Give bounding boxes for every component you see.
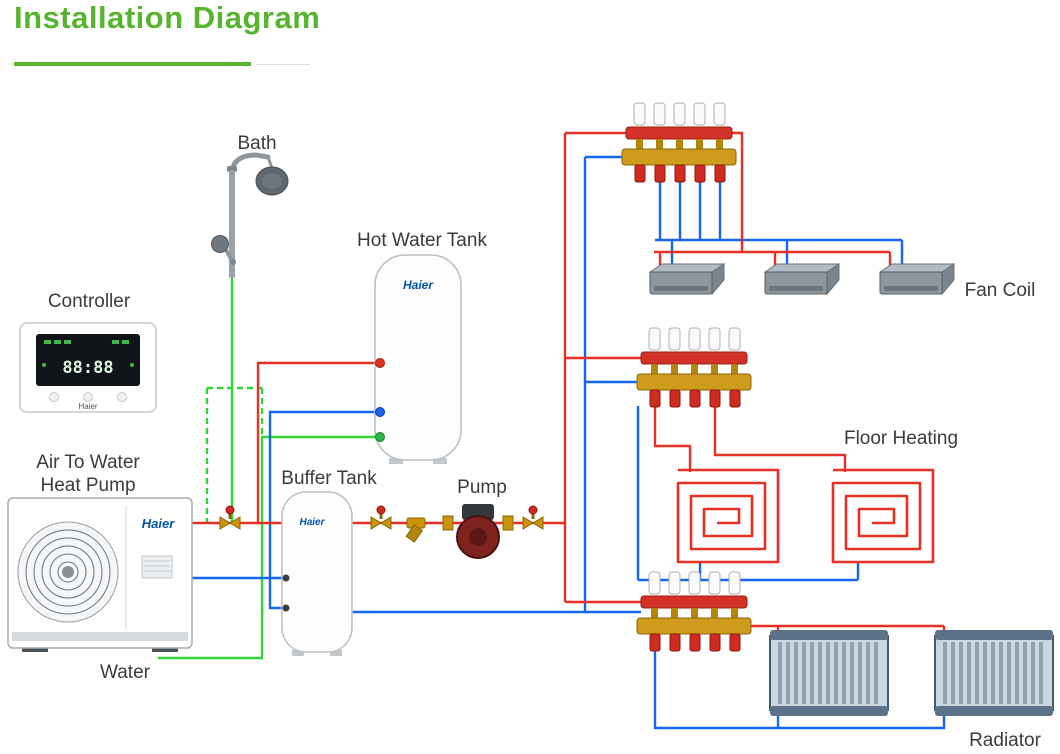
buffer-port-top bbox=[282, 574, 290, 582]
haier-logo: Haier bbox=[78, 402, 97, 411]
valve-pump-out-icon bbox=[522, 505, 544, 530]
haier-logo: Haier bbox=[142, 516, 175, 531]
valve-buffer-out-icon bbox=[370, 505, 392, 530]
floor-heating-loop-2 bbox=[831, 468, 935, 564]
controller-button-center bbox=[83, 392, 93, 402]
label-radiator: Radiator bbox=[969, 730, 1041, 751]
label-buffer-tank: Buffer Tank bbox=[281, 468, 377, 489]
buffer-port-bottom bbox=[282, 604, 290, 612]
title-underline-light bbox=[256, 64, 310, 65]
label-water: Water bbox=[100, 662, 150, 683]
fan-coil-unit-2 bbox=[764, 263, 840, 295]
floor-heating-loop-1 bbox=[676, 468, 780, 564]
label-controller: Controller bbox=[47, 291, 131, 312]
label-bath: Bath bbox=[237, 133, 277, 154]
pipes-water-green bbox=[158, 277, 380, 660]
tank-cold-port bbox=[375, 407, 385, 417]
fan-coil-unit-3 bbox=[879, 263, 955, 295]
radiator-unit-2 bbox=[934, 629, 1054, 717]
haier-logo: Haier bbox=[299, 517, 325, 528]
label-heat-pump: Air To Water Heat Pump bbox=[36, 451, 139, 497]
buffer-tank: Haier bbox=[281, 491, 353, 656]
haier-logo: Haier bbox=[403, 278, 434, 292]
radiator-unit-1 bbox=[769, 629, 889, 717]
bath-shower bbox=[211, 152, 289, 278]
controller-screen bbox=[36, 334, 140, 386]
circulation-pump bbox=[442, 504, 514, 559]
label-hot-water-tank: Hot Water Tank bbox=[357, 230, 487, 251]
label-floor-heating: Floor Heating bbox=[843, 428, 959, 449]
controller-button-right bbox=[117, 392, 127, 402]
label-pump: Pump bbox=[457, 477, 507, 498]
manifold-floor-heating bbox=[636, 327, 752, 408]
controller-display: 88:88 bbox=[62, 358, 113, 378]
manifold-radiator bbox=[636, 571, 752, 652]
controller-wire-dashed bbox=[205, 386, 264, 528]
tank-water-port bbox=[375, 432, 385, 442]
label-heat-pump-line1: Air To Water bbox=[36, 452, 140, 473]
label-heat-pump-line2: Heat Pump bbox=[40, 475, 136, 496]
vent-grille bbox=[141, 555, 173, 579]
controller-button-left bbox=[49, 392, 59, 402]
hand-shower-icon bbox=[211, 235, 229, 253]
page-title: Installation Diagram bbox=[14, 0, 321, 35]
controller-device: 88:88 Haier bbox=[19, 322, 157, 413]
title-underline bbox=[14, 62, 251, 66]
heat-pump-unit: Haier bbox=[7, 497, 193, 652]
valve-heat-pump-icon bbox=[219, 505, 241, 530]
label-fan-coil: Fan Coil bbox=[964, 280, 1036, 301]
manifold-fan-coil bbox=[621, 102, 737, 183]
strainer-icon bbox=[405, 517, 426, 543]
hot-water-tank: Haier bbox=[374, 254, 462, 464]
fan-coil-unit-1 bbox=[649, 263, 725, 295]
tank-hot-port bbox=[375, 358, 385, 368]
